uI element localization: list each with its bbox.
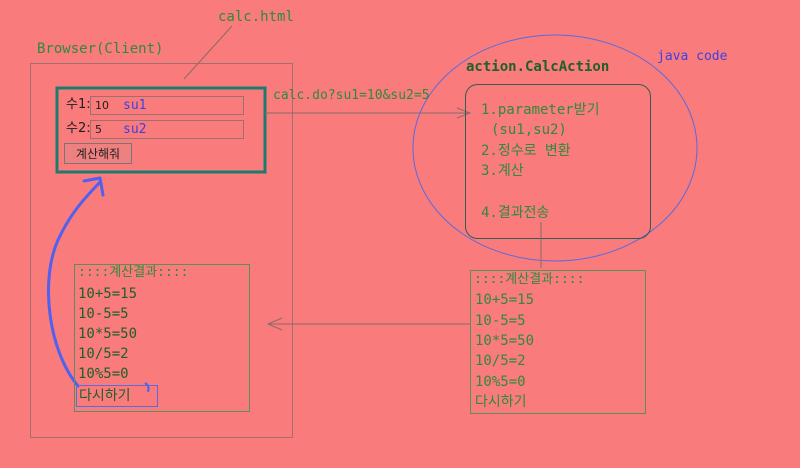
java-ellipse (412, 34, 698, 262)
step-3: 3.계산 (481, 163, 524, 179)
retry-hook (144, 382, 150, 393)
client-retry-link[interactable]: 다시하기 (76, 385, 158, 407)
client-result-line: 10%5=0 (78, 366, 129, 382)
client-result-line: 10*5=50 (78, 326, 138, 342)
action-title: action.CalcAction (466, 59, 610, 75)
server-result-box (470, 270, 646, 414)
client-result-title: ::::계산결과:::: (78, 265, 189, 280)
field1-input[interactable]: 10 su1 (90, 96, 244, 115)
response-arrowhead (266, 317, 283, 331)
client-result-line: 10+5=15 (78, 286, 138, 302)
retry-arrowhead (82, 176, 105, 197)
client-result-line: 10-5=5 (78, 306, 129, 322)
server-result-line: 10*5=50 (475, 333, 535, 349)
server-retry-label: 다시하기 (475, 394, 527, 410)
step-2: 2.정수로 변환 (481, 143, 571, 159)
client-retry-label: 다시하기 (79, 388, 131, 404)
field1-name: su1 (123, 98, 147, 113)
server-result-line: 10%5=0 (475, 374, 526, 390)
submit-button[interactable]: 계산해줘 (64, 143, 132, 164)
retry-curve (47, 180, 102, 388)
field2-value: 5 (95, 123, 102, 136)
field1-label: 수1: (66, 97, 91, 112)
step-4: 4.결과전송 (481, 205, 550, 221)
request-url: calc.do?su1=10&su2=5 (273, 88, 430, 103)
server-result-title: ::::계산결과:::: (474, 272, 585, 287)
java-label: java code (657, 49, 728, 64)
calc-label-pointer (183, 25, 233, 80)
action-box (465, 84, 651, 239)
field2-name: su2 (123, 122, 147, 137)
server-result-line: 10+5=15 (475, 292, 535, 308)
step-1: 1.parameter받기 (481, 102, 600, 118)
server-result-line: 10/5=2 (475, 353, 526, 369)
browser-frame (30, 63, 293, 438)
request-arrowhead (456, 107, 472, 119)
field1-value: 10 (95, 99, 109, 112)
field2-label: 수2: (66, 121, 91, 136)
client-result-box (74, 264, 250, 412)
field2-input[interactable]: 5 su2 (90, 120, 244, 139)
step-1-detail: (su1,su2) (491, 122, 567, 138)
form-highlight-box (55, 86, 267, 174)
browser-label: Browser(Client) (37, 41, 164, 57)
client-result-line: 10/5=2 (78, 346, 129, 362)
file-label: calc.html (218, 9, 294, 25)
server-result-line: 10-5=5 (475, 313, 526, 329)
